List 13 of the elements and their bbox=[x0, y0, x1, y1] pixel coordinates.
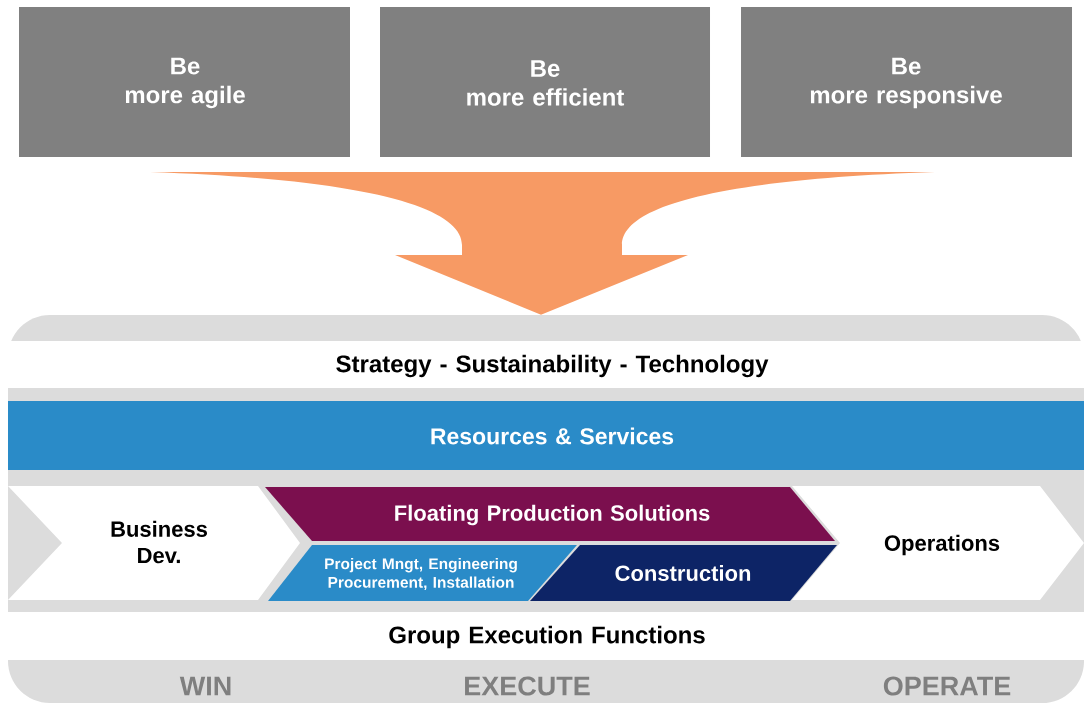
goal-box: Be more agile bbox=[19, 7, 350, 157]
chevron: Business Dev. bbox=[8, 486, 300, 600]
goal-box: Be more responsive bbox=[741, 7, 1072, 157]
resources-band: Resources & Services bbox=[8, 401, 1084, 470]
node-label: Group Execution Functions bbox=[389, 625, 705, 649]
node-label: Strategy - Sustainability - Technology bbox=[336, 354, 769, 378]
strategy-band: Strategy - Sustainability - Technology bbox=[8, 341, 1084, 388]
chevron: Operations bbox=[792, 486, 1084, 600]
process-box: Floating Production Solutions bbox=[265, 487, 835, 541]
process-box: Construction bbox=[530, 545, 837, 601]
goal-box: Be more efficient bbox=[380, 7, 710, 157]
functions-band: Group Execution Functions bbox=[8, 612, 1084, 660]
process-box: Project Mngt, Engineering Procurement, Installation bbox=[268, 545, 577, 601]
